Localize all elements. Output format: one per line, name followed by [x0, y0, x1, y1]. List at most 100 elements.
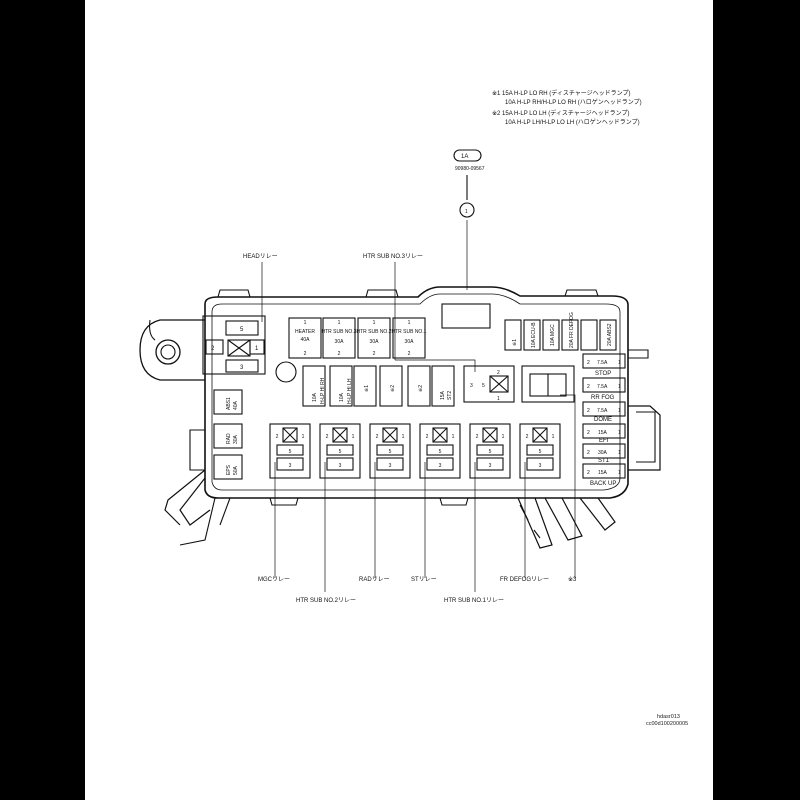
relay-pin: 3: [289, 463, 292, 469]
footer-code-2: cc00d100200005: [646, 721, 689, 727]
right-fuse-st1: [582, 443, 626, 459]
right-fuse-amp: 15A: [598, 470, 608, 476]
top-port: [441, 303, 491, 329]
left-fuse-name: EPS: [226, 464, 232, 475]
small-relay-pin: 5: [482, 383, 485, 389]
head-relay-socket: [202, 315, 266, 375]
small-relay-pin: 1: [497, 396, 500, 402]
label-fr-defog-relay: FR DEFOGリレー: [500, 577, 549, 583]
left-fuse-amp: 40A: [233, 400, 239, 410]
mid-fuse-amp: 10A: [312, 392, 318, 402]
relay-pin: 3: [439, 463, 442, 469]
big-fuse-amp: 40A: [301, 337, 311, 343]
big-fuse-pin: 2: [338, 351, 341, 357]
connector-part-no: 90980-09567: [455, 166, 485, 172]
big-fuse-name: HTR SUB NO.2: [356, 329, 391, 335]
right-fuse-name: DOME: [594, 417, 612, 423]
big-fuse-pin: 2: [408, 351, 411, 357]
right-fuse-rr-fog: [582, 377, 626, 393]
small-relay-pin: 3: [470, 383, 473, 389]
big-fuse-pin: 1: [408, 320, 411, 326]
small-relay-pin: 2: [497, 370, 500, 376]
right-fuse-pin: 2: [587, 470, 590, 476]
relay-pin: 5: [289, 449, 292, 455]
right-fuse-pin: 2: [587, 430, 590, 436]
footer-code-1: hdasr013: [657, 714, 680, 720]
label-mark3: ※3: [568, 576, 577, 583]
left-fuse-name: ABS1: [226, 397, 232, 410]
relay-pin: 1: [452, 434, 455, 440]
relay-pin: 5: [389, 449, 392, 455]
note-1-halogen: 10A H-LP RH/H-LP LO RH (ハロゲンヘッドランプ): [505, 100, 642, 106]
big-fuse-amp: 30A: [370, 339, 380, 345]
right-fuse-efi: [582, 423, 626, 439]
relay-pin: 1: [502, 434, 505, 440]
relay-pin: 2: [276, 434, 279, 440]
label-htr-sub1-relay: HTR SUB NO.1リレー: [444, 598, 504, 604]
locator-pin: [275, 361, 297, 383]
side-connector: [628, 405, 661, 471]
big-fuse-amp: 30A: [405, 339, 415, 345]
big-fuse-pin: 1: [373, 320, 376, 326]
right-fuse-name: RR FOG: [591, 395, 615, 401]
big-fuse-pin: 2: [304, 351, 307, 357]
label-st-relay: STリレー: [411, 577, 437, 583]
wire-harness: [517, 497, 553, 549]
mid-fuse-name: ※1: [364, 385, 370, 392]
relay-pin: 1: [352, 434, 355, 440]
mid-fuse-name: ST2: [447, 391, 453, 400]
connector-ring: [459, 202, 475, 218]
fuse-box-housing: [204, 286, 629, 499]
mid-fuse-name: H-LP HI RH: [320, 377, 326, 404]
top-right-fuse-label: 10A ECU-B: [531, 322, 537, 348]
right-black-border: [713, 0, 800, 800]
mid-fuse-amp: 15A: [440, 390, 446, 400]
relay-fr-defog: [519, 423, 561, 479]
mid-fuse-name: ※2: [390, 385, 396, 392]
relay-st: [419, 423, 461, 479]
right-fuse-pin: 2: [587, 450, 590, 456]
left-fuse-name: RAD: [226, 433, 232, 444]
relay-pin: 5: [489, 449, 492, 455]
top-right-fuse-label: 20A ABS2: [607, 323, 613, 346]
relay-pin: 2: [376, 434, 379, 440]
big-fuse-amp: 30A: [335, 339, 345, 345]
connector-label: 1A: [461, 154, 468, 160]
relay-pin: 2: [476, 434, 479, 440]
label-mgc-relay: MGCリレー: [258, 577, 290, 583]
relay-pin: 2: [426, 434, 429, 440]
mid-fuse-name: ※2: [418, 385, 424, 392]
big-fuse-htr-sub-3: [322, 317, 356, 359]
relay-pin: 3: [339, 463, 342, 469]
head-relay-pin: 1: [255, 346, 259, 352]
relay-pin: 1: [552, 434, 555, 440]
right-fuse-amp: 7.5A: [597, 360, 608, 366]
relay-mgc: [269, 423, 311, 479]
big-fuse-htr-sub-1: [392, 317, 426, 359]
relay-pin: 2: [326, 434, 329, 440]
right-fuse-pin: 1: [618, 360, 621, 366]
relay-pin: 2: [526, 434, 529, 440]
right-fuse-dome: [582, 401, 626, 417]
top-right-fuse-label: ※1: [512, 339, 518, 346]
big-fuse-heater: [288, 317, 322, 359]
mid-fuse-amp: 10A: [339, 392, 345, 402]
big-fuse-name: HEATER: [295, 329, 315, 335]
big-fuse-pin: 2: [373, 351, 376, 357]
right-fuse-amp: 15A: [598, 430, 608, 436]
head-relay-pin: 5: [240, 327, 244, 333]
big-fuse-pin: 1: [304, 320, 307, 326]
right-fuse-pin: 1: [618, 430, 621, 436]
label-head-relay: HEADリレー: [243, 254, 278, 260]
mid-fuse-name: H-LP HI LH: [347, 378, 353, 404]
left-fuse-amp: 30A: [233, 434, 239, 444]
relay-pin: 5: [539, 449, 542, 455]
left-black-border: [0, 0, 85, 800]
right-fuse-back-up: [582, 463, 626, 479]
right-fuse-pin: 1: [618, 408, 621, 414]
relay-htr-sub-2: [319, 423, 361, 479]
right-fuse-amp: 30A: [598, 450, 608, 456]
note-2-halogen: 10A H-LP LH/H-LP LO LH (ハロゲンヘッドランプ): [505, 120, 640, 126]
relay-pin: 1: [402, 434, 405, 440]
head-relay-pin: 2: [211, 346, 215, 352]
